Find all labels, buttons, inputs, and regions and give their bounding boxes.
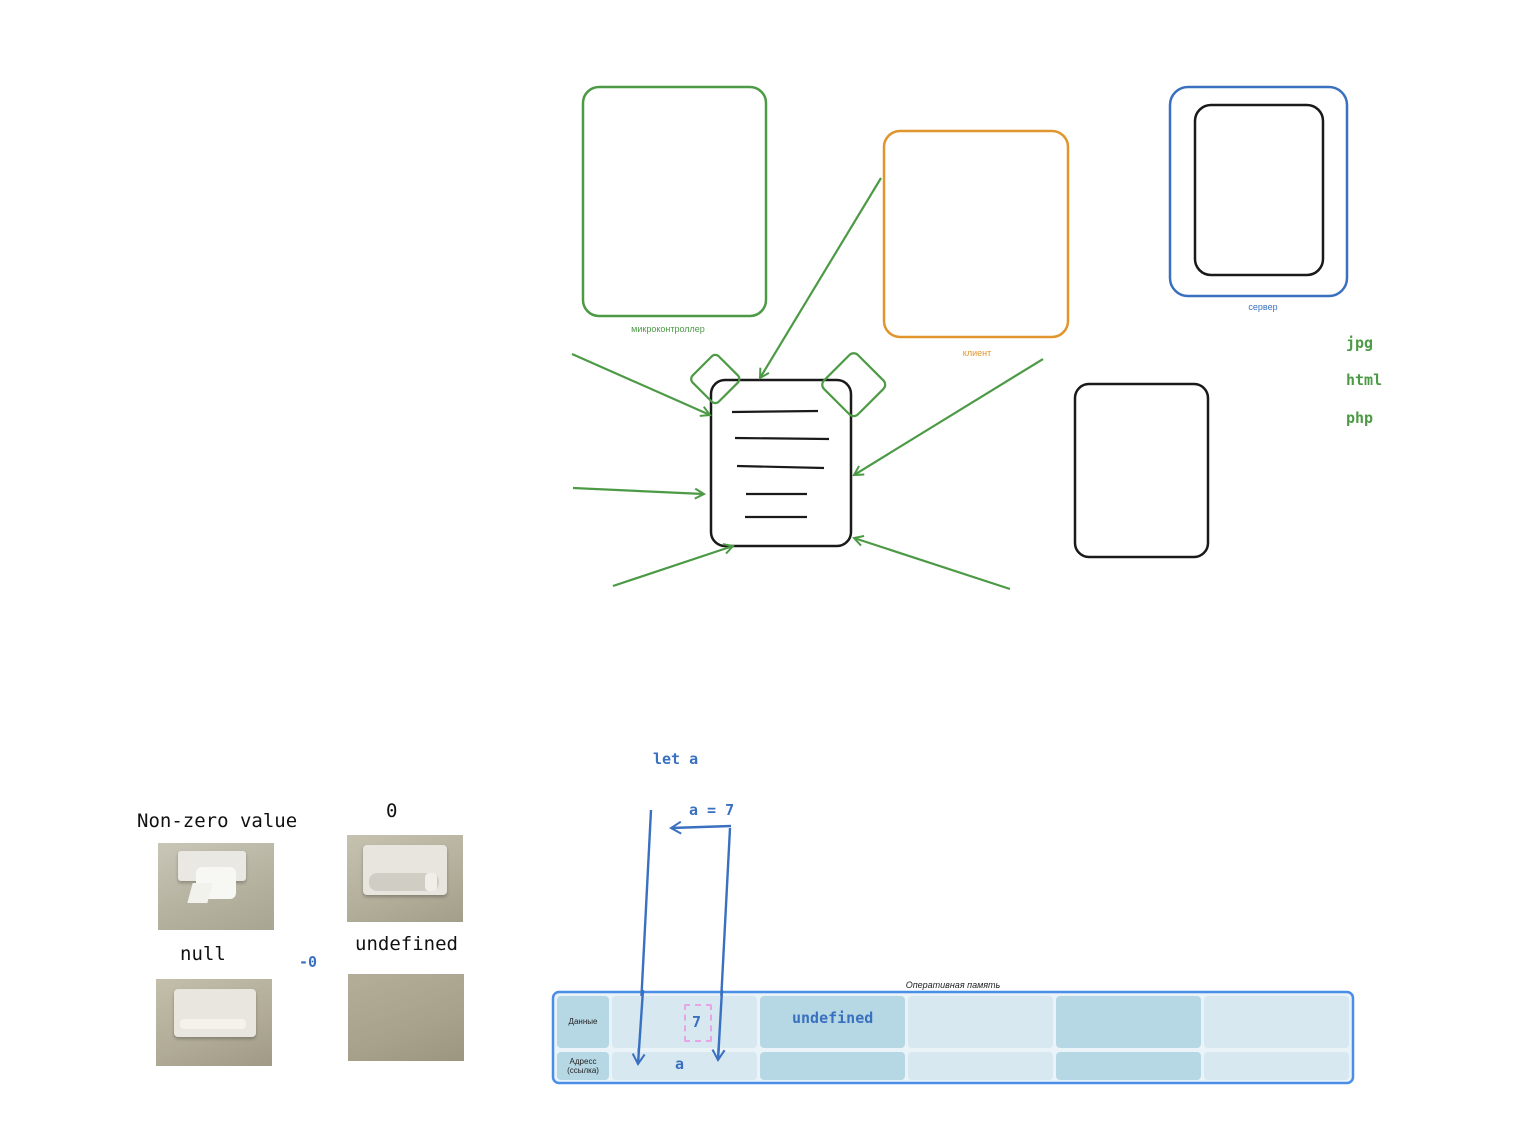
non-zero-label: Non-zero value bbox=[137, 810, 298, 832]
ram-data-cell-5[interactable] bbox=[1204, 996, 1349, 1048]
ram-address-cell-3[interactable] bbox=[908, 1052, 1053, 1080]
value-box bbox=[684, 1004, 712, 1042]
server-box[interactable] bbox=[1168, 85, 1349, 298]
file-type-php: php bbox=[1346, 409, 1374, 427]
arrow-icon bbox=[571, 352, 710, 415]
arrow-icon bbox=[854, 358, 1044, 475]
ram-row-label-data-text: Данные bbox=[568, 1017, 598, 1026]
ram-value-7: 7 bbox=[692, 1013, 702, 1031]
ram-row-label-data bbox=[557, 996, 609, 1048]
client-box[interactable] bbox=[882, 129, 1070, 339]
ram-row-label-address bbox=[557, 1052, 609, 1080]
empty-device-box[interactable] bbox=[1073, 382, 1210, 559]
ram-address-cell-4[interactable] bbox=[1056, 1052, 1201, 1080]
diamond-left bbox=[690, 353, 741, 405]
ram-data-cell-3[interactable] bbox=[908, 996, 1053, 1048]
server-label: сервер bbox=[1248, 302, 1278, 312]
ram-row-label-address-text: Адресс (ссылка) bbox=[567, 1057, 599, 1075]
microcontroller-label: микроконтроллер bbox=[631, 324, 705, 334]
arrow-icon bbox=[669, 820, 732, 835]
arrow-icon bbox=[572, 486, 704, 494]
undefined-label: undefined bbox=[355, 933, 458, 955]
microcontroller-box[interactable] bbox=[581, 85, 768, 318]
ram-title: Оперативная память bbox=[905, 980, 1001, 990]
ram-data-cell-4[interactable] bbox=[1056, 996, 1201, 1048]
toilet-paper-photo bbox=[158, 843, 274, 930]
arrow-icon bbox=[854, 538, 1011, 591]
arrow-icon bbox=[760, 177, 882, 378]
zero-label: 0 bbox=[386, 800, 398, 822]
let-a-label: let a bbox=[653, 750, 699, 768]
toilet-paper-photo bbox=[156, 979, 272, 1066]
document-icon[interactable] bbox=[709, 378, 853, 548]
ram-address-cell-2[interactable] bbox=[760, 1052, 905, 1080]
file-type-html: html bbox=[1346, 371, 1383, 389]
file-type-jpg: jpg bbox=[1346, 334, 1374, 352]
toilet-paper-photo bbox=[348, 974, 464, 1061]
assign-label: a = 7 bbox=[689, 801, 735, 819]
neg-zero-label: -0 bbox=[299, 953, 318, 971]
ram-address-a: a bbox=[675, 1055, 685, 1073]
ram-data-cell-2[interactable] bbox=[760, 996, 905, 1048]
ram-address-cell-1[interactable] bbox=[612, 1052, 757, 1080]
ram-address-cell-5[interactable] bbox=[1204, 1052, 1349, 1080]
ram-value-undefined: undefined bbox=[792, 1009, 874, 1027]
server-inner-box[interactable] bbox=[1193, 103, 1325, 277]
null-label: null bbox=[180, 943, 226, 965]
arrow-icon bbox=[612, 546, 733, 588]
diamond-right bbox=[821, 352, 887, 418]
toilet-paper-photo bbox=[347, 835, 463, 922]
client-label: клиент bbox=[962, 348, 992, 358]
